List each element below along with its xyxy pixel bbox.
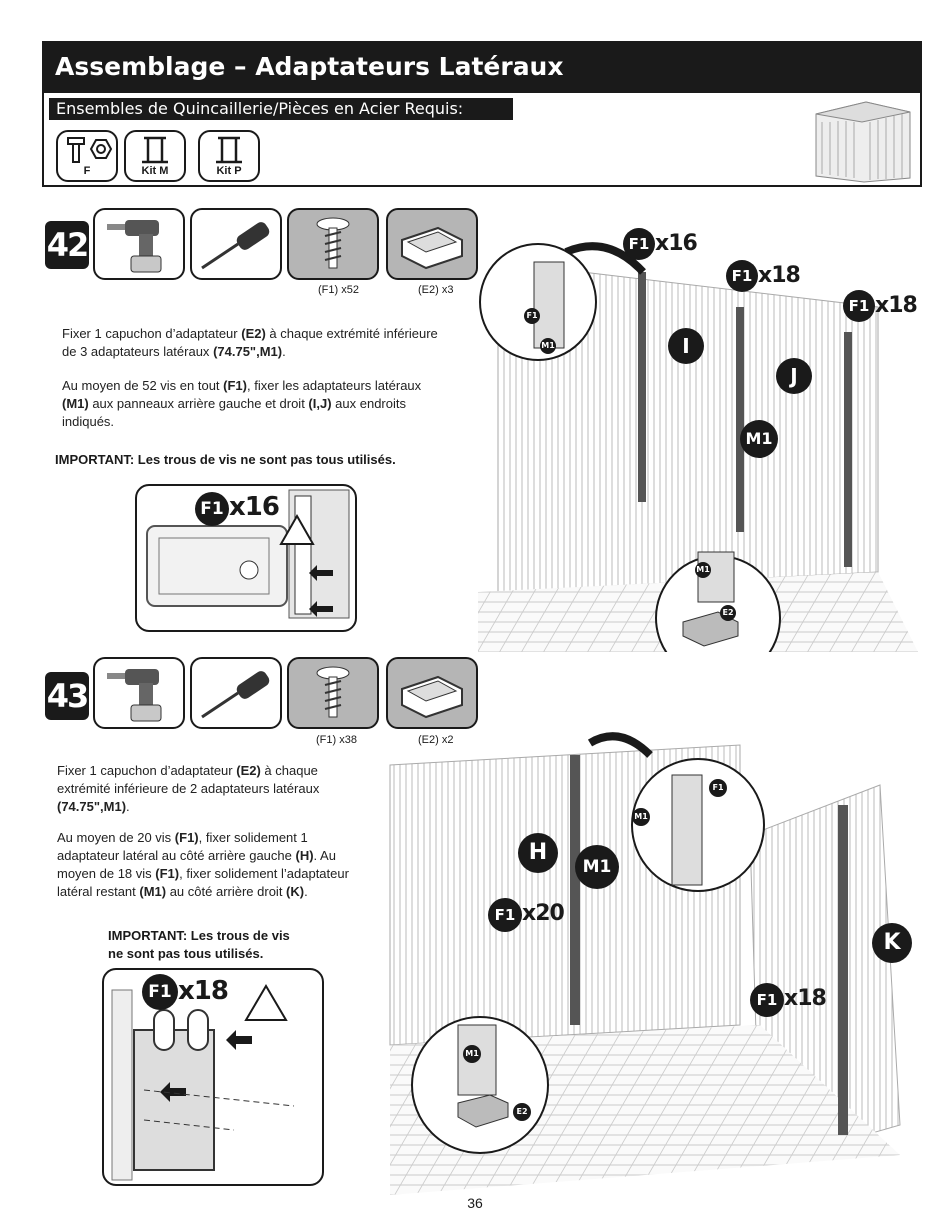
step-43-instruction-1: Fixer 1 capuchon d’adaptateur (E2) à cha… [57,763,320,814]
shed-thumbnail-icon [815,101,911,183]
mini-m1: M1 [695,562,711,578]
step-43-detail: F1 x18 [102,968,324,1186]
page-title: Assemblage – Adaptateurs Latéraux [42,41,922,93]
tool-screwdriver [190,208,282,280]
tool-cap [386,657,478,729]
kit-label: Kit P [216,165,242,177]
detail-qty-callout: x18 [178,976,229,1006]
mini-m1: M1 [463,1045,481,1063]
step-42-diagram [478,242,918,652]
screw-quantity: (F1) x38 [316,734,357,746]
qty-callout-c: x18 [875,293,918,318]
mini-e2: E2 [513,1103,531,1121]
mini-m1: M1 [632,808,650,826]
step-43-diagram [389,732,901,1195]
step-42-detail: F1 x16 [135,484,357,632]
tool-drill [93,208,185,280]
tool-screw [287,208,379,280]
panel-label-j: J [776,358,812,394]
mini-f1: F1 [709,779,727,797]
f1-pill: F1 [488,898,522,932]
detail-f1-pill: F1 [195,492,229,526]
steel-bracket-icon [216,136,242,164]
detail-f1-pill: F1 [142,974,178,1010]
screw-icon [316,217,350,269]
panel-label-h: H [518,833,558,873]
step-42-badge: 42 [45,221,89,269]
cap-quantity: (E2) x2 [418,734,454,746]
screw-quantity: (F1) x52 [318,284,359,296]
mini-e2: E2 [720,605,736,621]
step-43-badge: 43 [45,672,89,720]
step-42-important: IMPORTANT: Les trous de vis ne sont pas … [55,452,396,467]
part-label-m1: M1 [575,845,619,889]
tool-screw [287,657,379,729]
qty-callout-a: x16 [655,231,698,256]
screw-icon [316,666,350,718]
tool-cap [386,208,478,280]
qty-callout-b: x18 [758,263,801,288]
step-43-instruction-2: Au moyen de 20 vis (F1), fixer solidemen… [57,830,349,899]
step-42-instruction-1: Fixer 1 capuchon d’adaptateur (E2) à cha… [62,326,438,359]
panel-label-i: I [668,328,704,364]
detail-qty-callout: x16 [229,492,280,522]
detail-illustration [111,984,295,1181]
tool-drill [93,657,185,729]
kit-m: Kit M [124,130,186,182]
part-label-m1: M1 [740,420,778,458]
steel-bracket-icon [142,136,168,164]
mini-m1: M1 [540,338,556,354]
cap-quantity: (E2) x3 [418,284,454,296]
drill-icon [107,220,162,273]
qty-callout-b: x18 [784,986,827,1011]
kit-label: F [83,165,91,177]
f1-pill: F1 [623,228,655,260]
f1-pill: F1 [726,260,758,292]
step-42-instruction-2: Au moyen de 52 vis en tout (F1), fixer l… [62,378,422,429]
tool-screwdriver [190,657,282,729]
bolt-nut-icon [67,137,113,163]
mini-f1: F1 [524,308,540,324]
f1-pill: F1 [750,983,784,1017]
kit-p: Kit P [198,130,260,182]
panel-label-k: K [872,923,912,963]
screwdriver-icon [201,222,270,270]
page-number: 36 [467,1195,483,1211]
f1-pill: F1 [843,290,875,322]
cap-icon [401,675,463,719]
drill-icon [107,669,162,722]
page-subtitle: Ensembles de Quincaillerie/Pièces en Aci… [49,98,513,120]
step-43-important: IMPORTANT: Les trous de vis ne sont pas … [108,928,290,961]
qty-callout-a: x20 [522,901,565,926]
screwdriver-icon [201,671,270,719]
kit-label: Kit M [141,165,169,177]
cap-icon [401,226,463,270]
kit-f: F [56,130,118,182]
detail-illustration [146,489,350,619]
